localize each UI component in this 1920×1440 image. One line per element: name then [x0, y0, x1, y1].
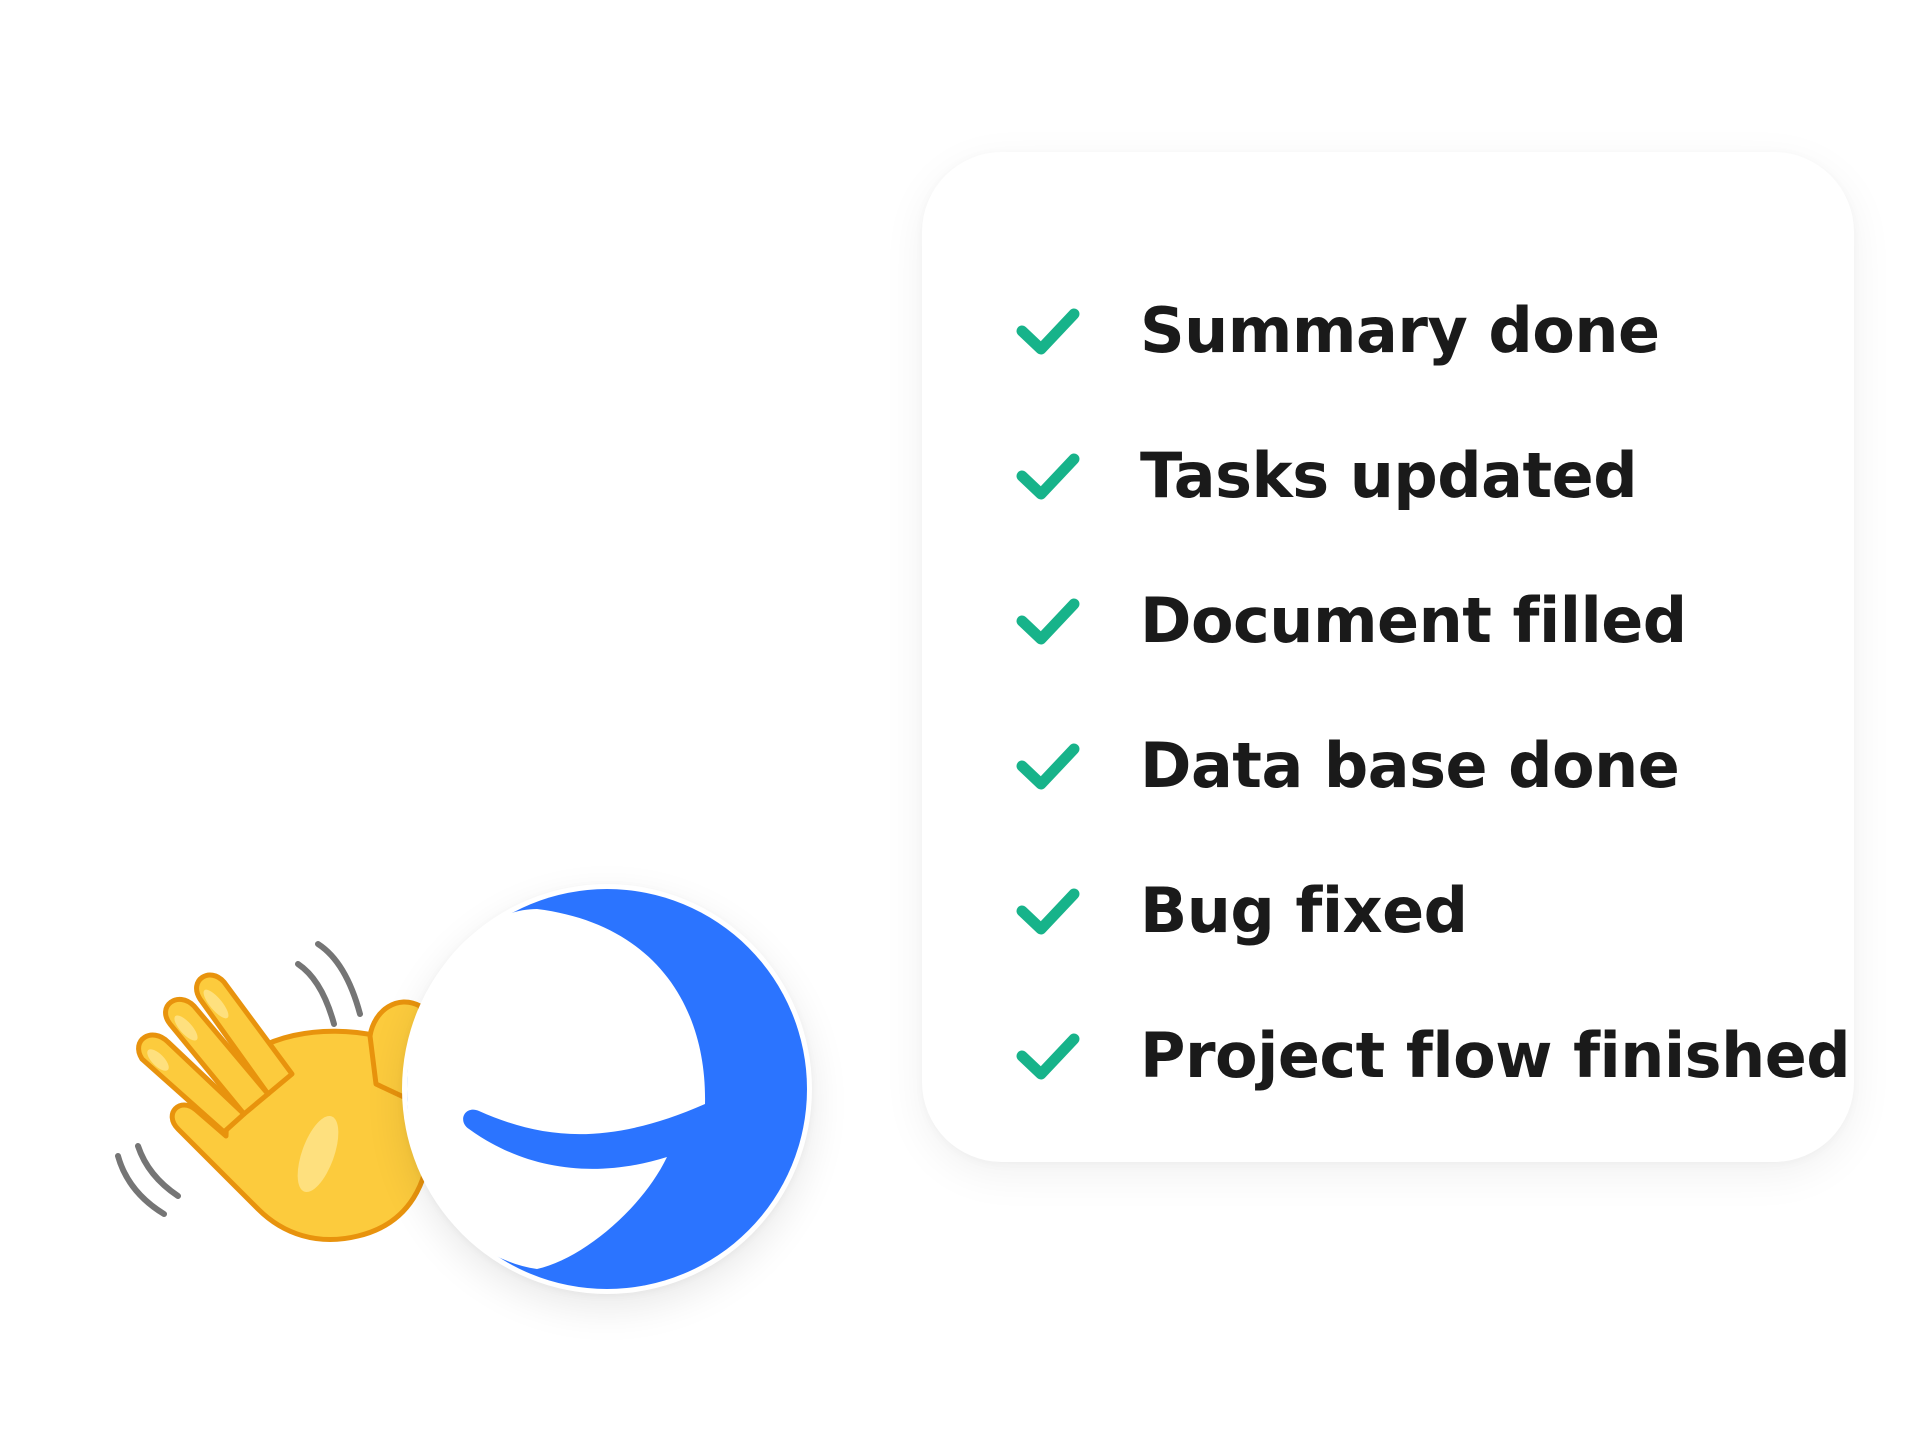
checklist-card	[922, 152, 1854, 1162]
checkmark-icon	[1016, 308, 1080, 354]
waving-hand-icon	[115, 941, 433, 1242]
checklist-item-label: Data base done	[1140, 729, 1680, 802]
checklist-item: Document filled	[1014, 548, 1850, 693]
checklist-item-label: Summary done	[1140, 294, 1660, 367]
checklist-item-label: Bug fixed	[1140, 874, 1468, 947]
checkmark-icon	[1016, 888, 1080, 934]
checklist-item: Summary done	[1014, 258, 1850, 403]
checklist: Summary done Tasks updated Document fill…	[1014, 258, 1851, 1128]
checklist-item: Bug fixed	[1014, 838, 1850, 983]
chat-bubble-logo-icon	[407, 889, 807, 1289]
checkmark-icon	[1016, 1033, 1080, 1079]
checklist-item-label: Tasks updated	[1140, 439, 1638, 512]
checklist-item-label: Document filled	[1140, 584, 1687, 657]
checklist-item: Data base done	[1014, 693, 1850, 838]
brand-logo-badge	[402, 884, 812, 1294]
checklist-item: Tasks updated	[1014, 403, 1850, 548]
checkmark-icon	[1016, 598, 1080, 644]
checklist-item-label: Project flow finished	[1140, 1019, 1851, 1092]
checkmark-icon	[1016, 453, 1080, 499]
checklist-item: Project flow finished	[1014, 983, 1851, 1128]
checkmark-icon	[1016, 743, 1080, 789]
